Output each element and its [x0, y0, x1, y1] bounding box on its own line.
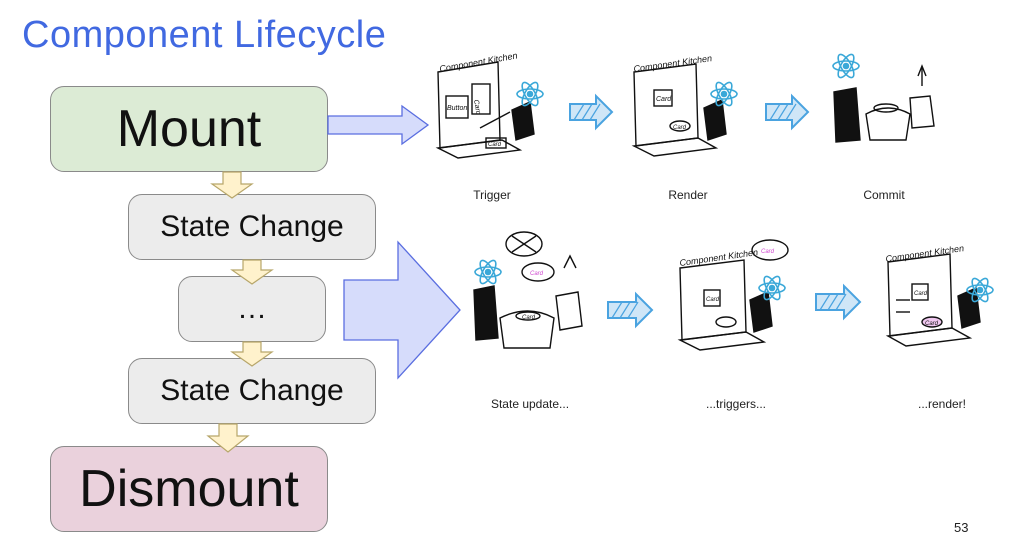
react-logo-icon [474, 259, 502, 285]
render-final-label-card-2: Card [925, 321, 939, 327]
dismount-box: Dismount [50, 446, 328, 532]
triggers-label-card-2: Card [761, 249, 775, 255]
state-update-illustration [473, 231, 583, 349]
render-final-sign: Component Kitchen [885, 243, 965, 264]
caption-state-update: State update... [490, 397, 570, 411]
down-arrow-4 [206, 423, 250, 453]
render-illustration [631, 63, 727, 157]
trigger-label-card-1: Card [472, 99, 482, 116]
down-arrow-3 [230, 341, 274, 367]
sketch-arrow-4 [815, 283, 862, 321]
react-logo-icon [758, 275, 786, 301]
caption-trigger: Trigger [473, 188, 511, 202]
down-arrow-1 [210, 171, 254, 199]
caption-render: Render [668, 188, 708, 202]
dismount-label: Dismount [79, 460, 299, 518]
state-right-arrow [343, 240, 461, 380]
triggers-label-card-1: Card [706, 297, 720, 303]
state-change-box-1: State Change [128, 194, 376, 260]
render-final-label-card-1: Card [914, 291, 928, 297]
caption-triggers: ...triggers... [705, 397, 767, 411]
state-change-label-2: State Change [160, 374, 344, 407]
triggers-sign: Component Kitchen [679, 247, 759, 268]
down-arrow-2 [230, 259, 274, 285]
page-number: 53 [954, 520, 969, 535]
render-label-card-2: Card [673, 125, 687, 131]
commit-illustration [833, 64, 935, 143]
slide-title: Component Lifecycle [22, 14, 387, 56]
trigger-label-card-2: Card [488, 142, 502, 148]
ellipsis-label: … [237, 292, 267, 325]
render-sign: Component Kitchen [633, 53, 713, 74]
state-update-label-card-1: Card [530, 271, 544, 277]
caption-commit: Commit [863, 188, 905, 202]
state-change-label-1: State Change [160, 210, 344, 243]
react-logo-icon [710, 81, 738, 107]
mount-label: Mount [116, 100, 262, 158]
react-logo-icon [832, 53, 860, 79]
mount-box: Mount [50, 86, 328, 172]
render-final-illustration [885, 253, 981, 347]
trigger-sign: Component Kitchen [439, 50, 519, 74]
sketch-arrow-1 [569, 93, 614, 131]
triggers-illustration [677, 239, 789, 351]
sketch-arrow-2 [765, 93, 810, 131]
mount-right-arrow [327, 104, 430, 146]
react-logo-icon [516, 81, 544, 107]
state-update-label-card-2: Card [522, 315, 536, 321]
react-logo-icon [966, 277, 994, 303]
render-label-card-1: Card [656, 96, 672, 103]
caption-render-final: ...render! [917, 397, 967, 411]
state-change-box-2: State Change [128, 358, 376, 424]
sketch-arrow-3 [607, 291, 654, 329]
trigger-label-button: Button [447, 105, 467, 112]
ellipsis-box: … [178, 276, 326, 342]
